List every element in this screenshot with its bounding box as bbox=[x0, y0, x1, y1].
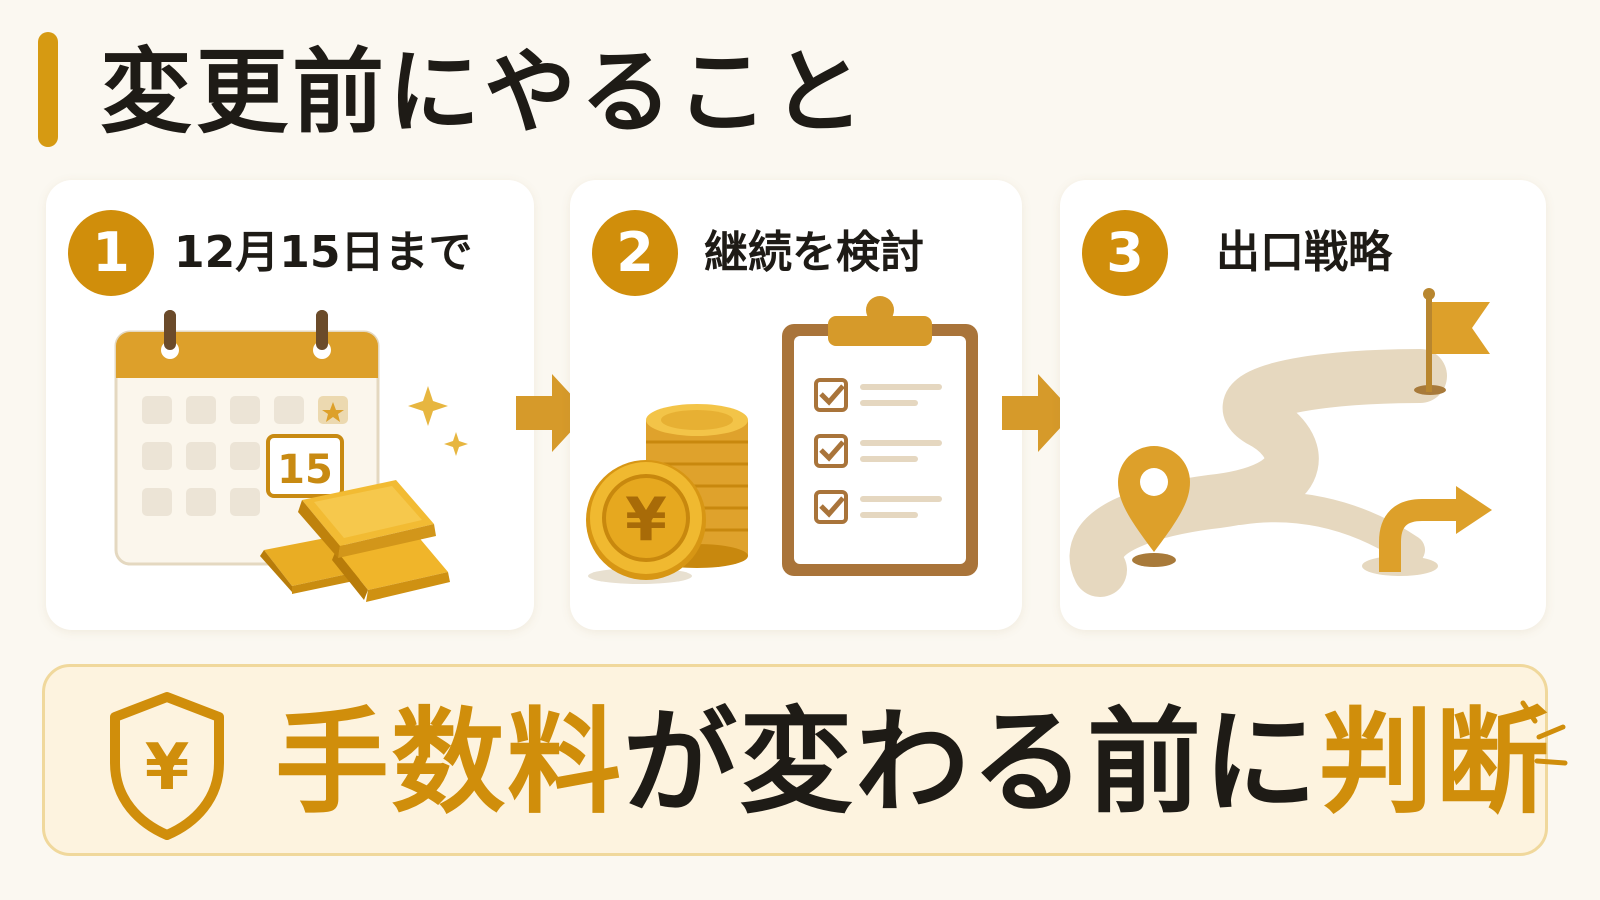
step-number-2: 2 bbox=[592, 210, 678, 296]
calendar-gold-icon: 15 bbox=[114, 310, 468, 602]
conclusion-banner: ¥ 手数料が変わる前に判断 bbox=[42, 664, 1568, 856]
step-number-3: 3 bbox=[1082, 210, 1168, 296]
exit-roadmap-icon bbox=[1069, 288, 1492, 597]
step-label-3: 出口戦略 bbox=[1216, 227, 1392, 278]
step-card-1: 1 12月15日まで 15 bbox=[46, 180, 534, 630]
emphasis-burst-icon bbox=[1520, 700, 1568, 766]
banner-connector: が変わる前に bbox=[623, 696, 1320, 829]
step-number-1: 1 bbox=[68, 210, 154, 296]
coin-symbol-text: ¥ bbox=[625, 485, 667, 555]
step-label-1: 12月15日まで bbox=[174, 227, 473, 278]
shield-yen-icon: ¥ bbox=[110, 692, 224, 840]
coins-checklist-icon: ¥ bbox=[586, 296, 978, 584]
banner-keyword-fee: 手数料 bbox=[275, 696, 624, 829]
step-card-2: 2 継続を検討 bbox=[570, 180, 1022, 630]
step-card-3: 3 出口戦略 bbox=[1060, 180, 1546, 630]
banner-keyword-judge: 判断 bbox=[1319, 696, 1552, 829]
step-label-2: 継続を検討 bbox=[704, 227, 924, 278]
shield-symbol-text: ¥ bbox=[145, 731, 190, 805]
calendar-day-text: 15 bbox=[277, 447, 333, 493]
step-arrow-2 bbox=[1002, 374, 1074, 452]
page-title: 変更前にやること bbox=[100, 39, 869, 146]
banner-message: 手数料が変わる前に判断 bbox=[275, 695, 1551, 831]
title-accent-bar bbox=[38, 32, 58, 147]
